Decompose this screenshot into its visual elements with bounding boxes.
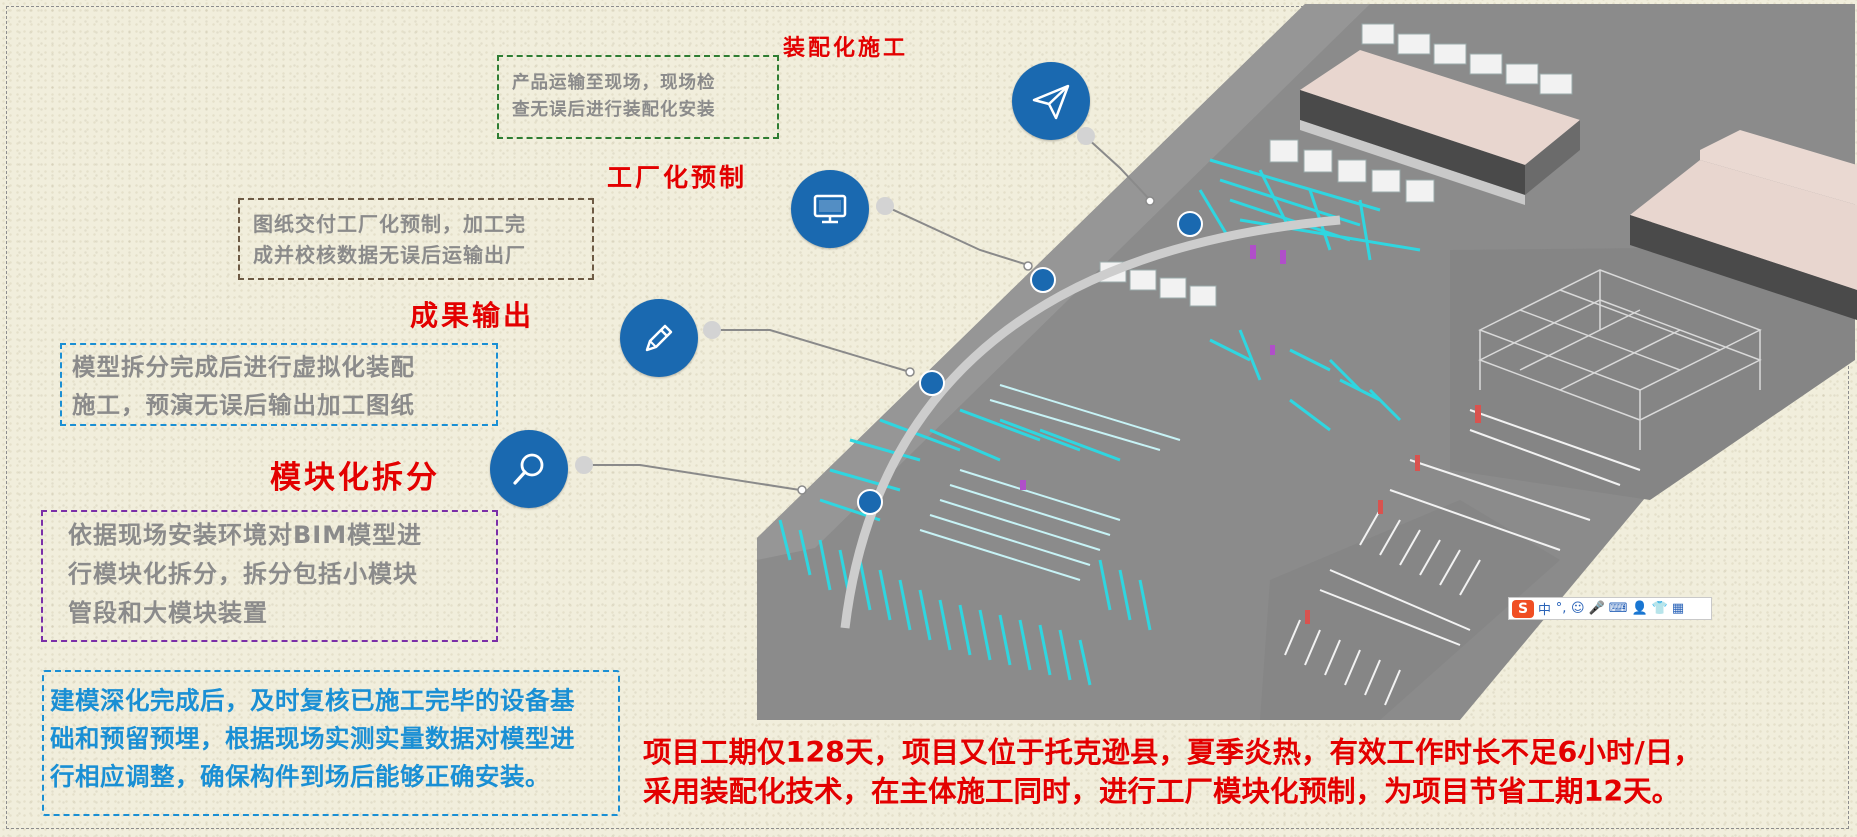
- desc-line: 产品运输至现场，现场检: [512, 73, 716, 93]
- summary-line: 采用装配化技术，在主体施工同时，进行工厂模块化预制，为项目节省工期12天。: [643, 775, 1681, 808]
- summary-line: 项目工期仅128天，项目又位于托克逊县，夏季炎热，有效工作时长不足6小时/日，: [643, 736, 1702, 769]
- sogou-logo-icon[interactable]: S: [1512, 599, 1534, 618]
- ime-mode-button[interactable]: 中: [1538, 603, 1552, 618]
- pencil-glyph: [645, 324, 673, 352]
- stage-desc-assembly: 产品运输至现场，现场检 查无误后进行装配化安装: [497, 55, 779, 139]
- emoji-icon[interactable]: ☺: [1571, 601, 1585, 616]
- stage-dot-output: [703, 321, 721, 339]
- note-line: 建模深化完成后，及时复核已施工完毕的设备基: [50, 686, 575, 715]
- stage-dot-prefab: [876, 197, 894, 215]
- monitor-icon[interactable]: [791, 170, 869, 248]
- stage-dot-modular: [575, 456, 593, 474]
- ime-punctuation-button[interactable]: °,: [1555, 601, 1567, 616]
- keyboard-icon[interactable]: ⌨: [1608, 601, 1628, 616]
- grid-menu-icon[interactable]: ▦: [1671, 601, 1685, 616]
- paper-plane-icon[interactable]: [1012, 62, 1090, 140]
- magnifier-glyph: [513, 453, 544, 485]
- bim-deepening-note: 建模深化完成后，及时复核已施工完毕的设备基 础和预留预埋，根据现场实测实量数据对…: [42, 670, 620, 816]
- user-icon[interactable]: 👤: [1631, 601, 1648, 616]
- pencil-icon[interactable]: [620, 299, 698, 377]
- magnifier-icon[interactable]: [490, 430, 568, 508]
- monitor-glyph: [813, 194, 847, 224]
- stage-desc-output: 模型拆分完成后进行虚拟化装配 施工，预演无误后输出加工图纸: [60, 343, 498, 426]
- stage-title-assembly: 装配化施工: [783, 36, 909, 61]
- ime-toolbar[interactable]: S 中 °, ☺ 🎤 ⌨ 👤 👕 ▦: [1508, 597, 1712, 620]
- desc-line: 管段和大模块装置: [68, 599, 268, 627]
- desc-line: 依据现场安装环境对BIM模型进: [68, 521, 423, 549]
- desc-line: 成并校核数据无误后运输出厂: [253, 243, 526, 267]
- desc-line: 施工，预演无误后输出加工图纸: [72, 391, 415, 419]
- desc-line: 查无误后进行装配化安装: [512, 100, 716, 120]
- stage-desc-modular: 依据现场安装环境对BIM模型进 行模块化拆分，拆分包括小模块 管段和大模块装置: [41, 510, 498, 642]
- paper-plane-glyph: [1032, 84, 1070, 120]
- microphone-icon[interactable]: 🎤: [1588, 601, 1605, 616]
- desc-line: 模型拆分完成后进行虚拟化装配: [72, 353, 415, 381]
- stage-dot-assembly: [1077, 127, 1095, 145]
- project-summary: 项目工期仅128天，项目又位于托克逊县，夏季炎热，有效工作时长不足6小时/日， …: [643, 733, 1853, 811]
- stage-title-prefab: 工厂化预制: [607, 163, 748, 192]
- stage-title-modular: 模块化拆分: [270, 460, 440, 496]
- desc-line: 行模块化拆分，拆分包括小模块: [68, 560, 418, 588]
- stage-title-output: 成果输出: [410, 299, 535, 332]
- corner-marker: [1832, 7, 1848, 23]
- desc-line: 图纸交付工厂化预制，加工完: [253, 212, 526, 236]
- skin-shirt-icon[interactable]: 👕: [1651, 601, 1668, 616]
- stage-desc-prefab: 图纸交付工厂化预制，加工完 成并校核数据无误后运输出厂: [238, 198, 594, 280]
- note-line: 行相应调整，确保构件到场后能够正确安装。: [50, 762, 550, 791]
- note-line: 础和预留预埋，根据现场实测实量数据对模型进: [50, 724, 575, 753]
